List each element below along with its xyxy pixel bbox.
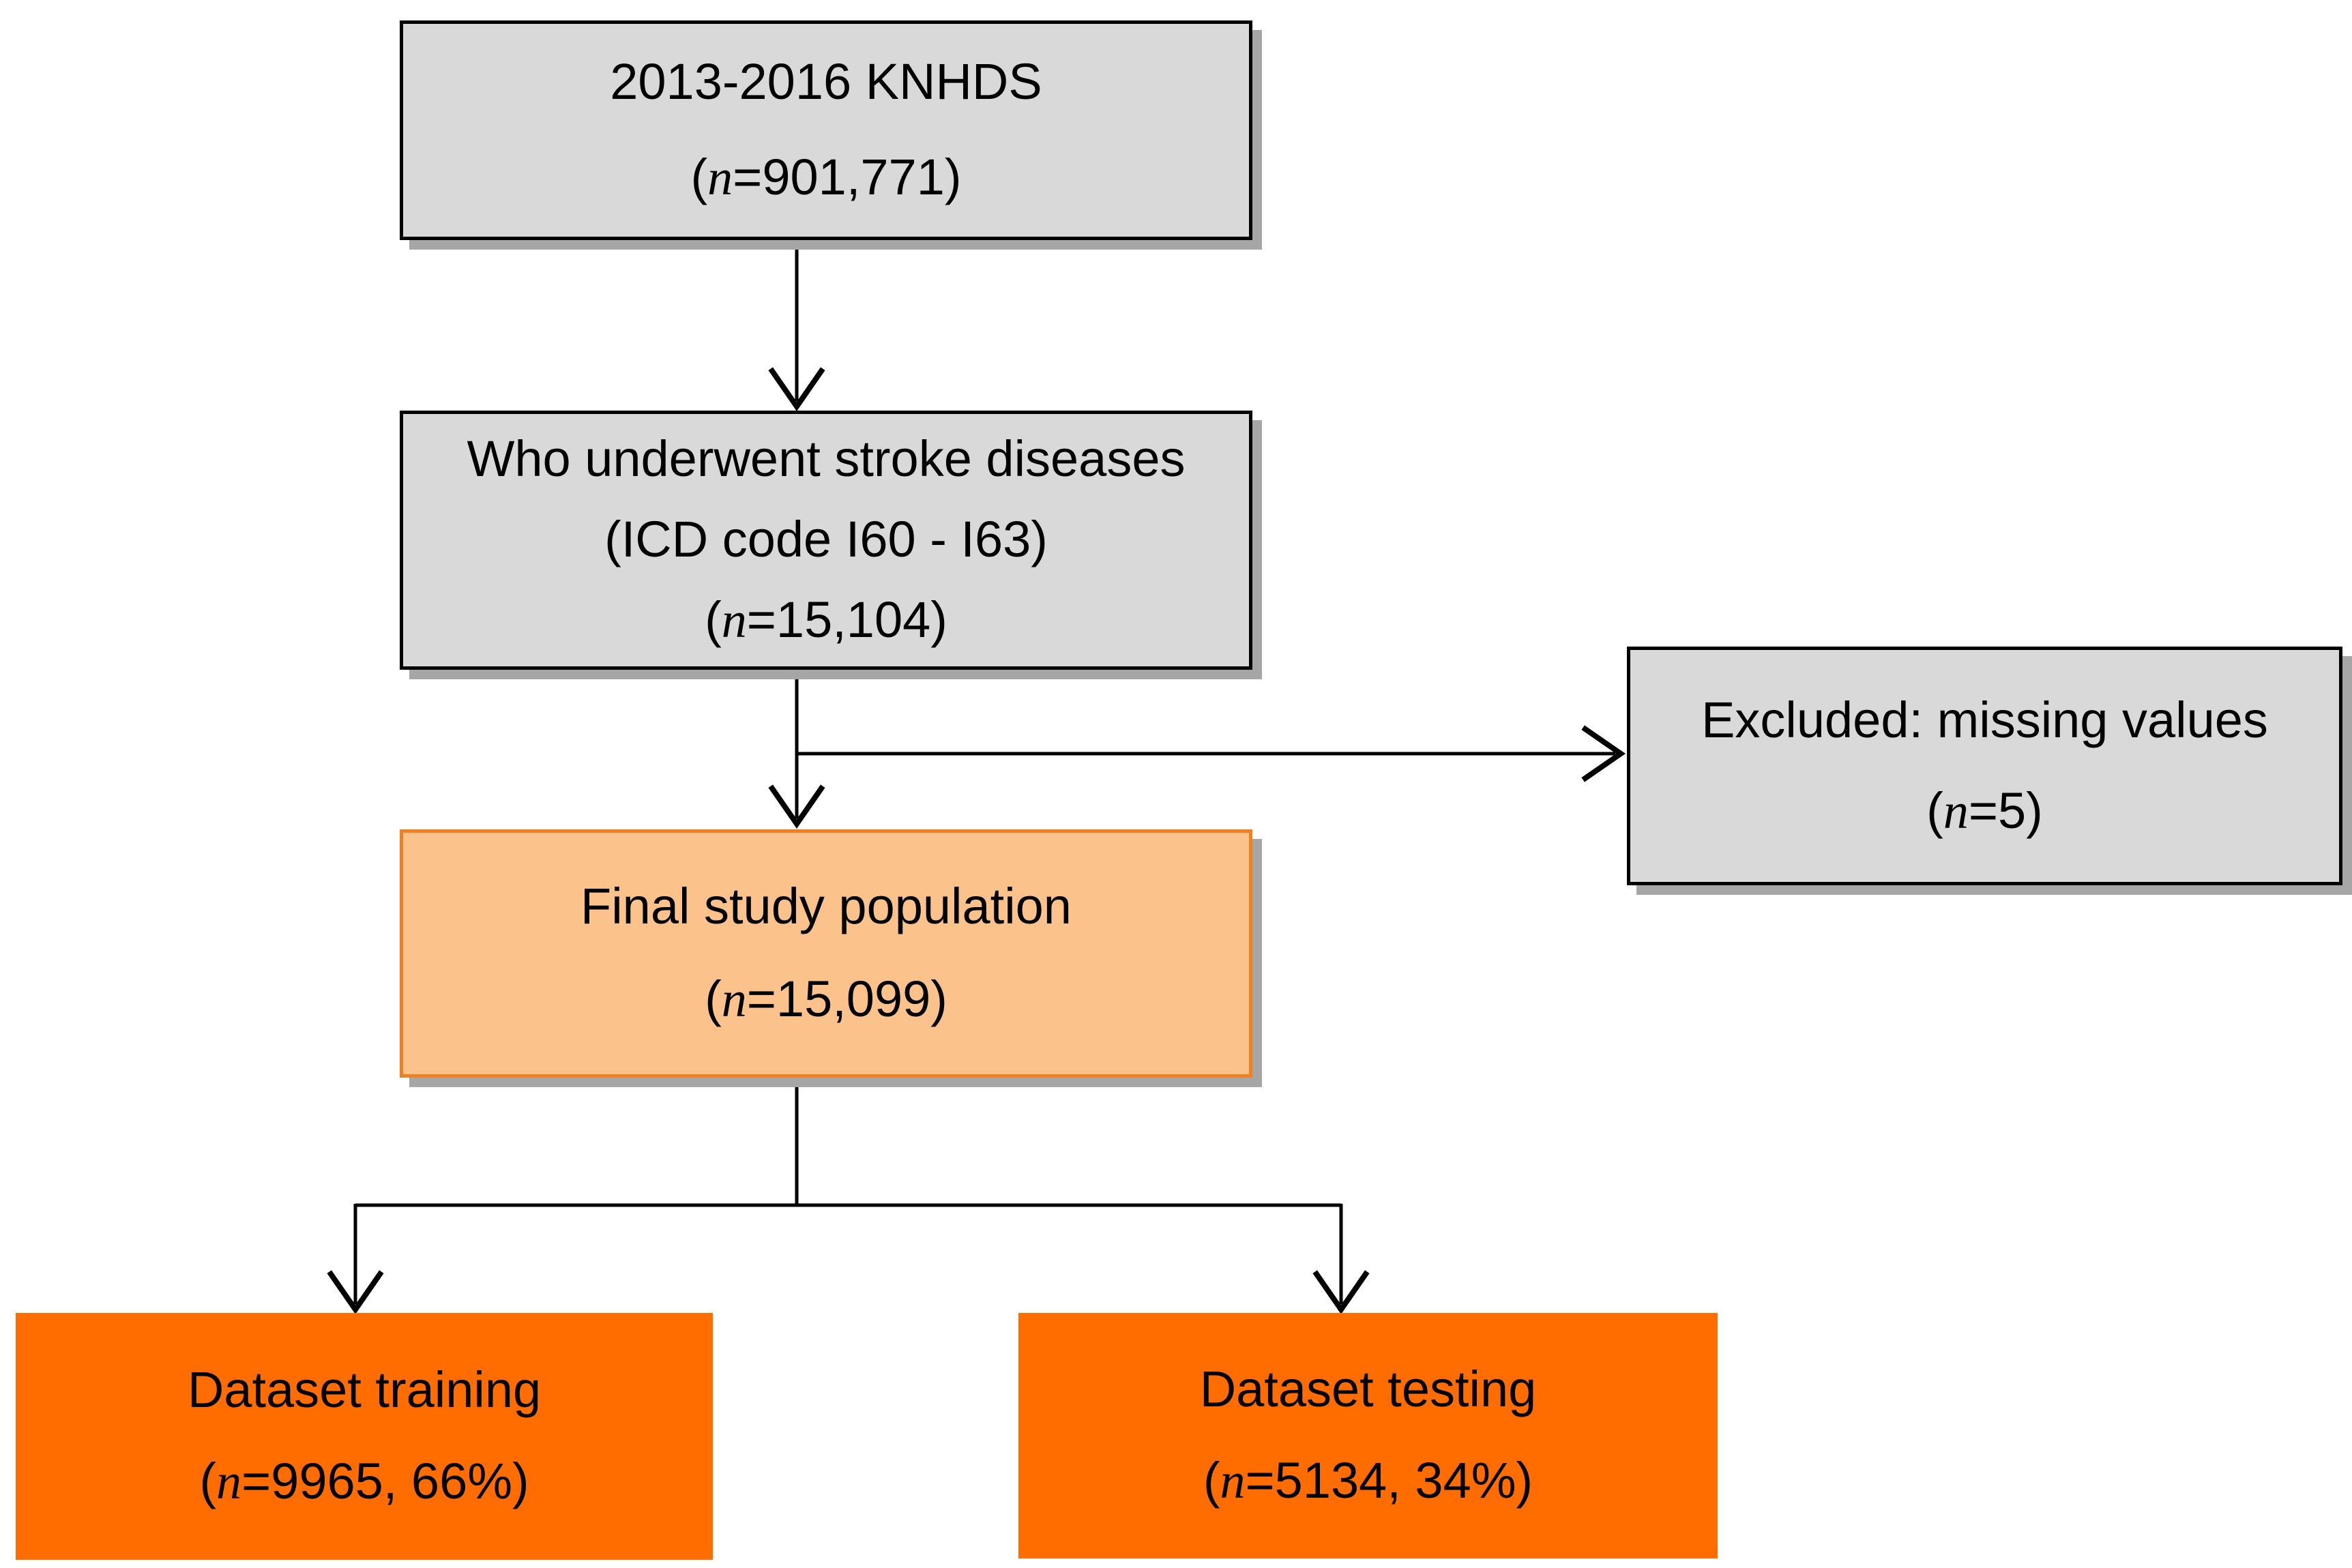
n-variable: n [707, 150, 733, 206]
box-stroke-icd-codes: (ICD code I60 - I63) [604, 511, 1048, 568]
box-excluded-title: Excluded: missing values [1701, 691, 2268, 748]
n-variable: n [1943, 783, 1969, 840]
box-knhds-title: 2013-2016 KNHDS [610, 53, 1042, 110]
n-variable: n [721, 972, 747, 1028]
box-training-count: (n=9965, 66%) [199, 1455, 529, 1509]
arrow-stroke-to-final [768, 670, 825, 829]
connector-final-to-split [355, 1078, 1341, 1207]
box-dataset-testing: Dataset testing (n=5134, 34%) [1018, 1313, 1718, 1558]
paren-open: ( [199, 1453, 216, 1509]
count-value: =901,771) [733, 149, 962, 205]
box-final-population: Final study population (n=15,099) [400, 829, 1252, 1078]
count-value: =9965, 66%) [241, 1453, 529, 1509]
paren-open: ( [690, 149, 708, 205]
box-final-title: Final study population [580, 878, 1072, 935]
box-testing-title: Dataset testing [1199, 1361, 1537, 1418]
count-value: =5134, 34%) [1245, 1452, 1533, 1509]
box-dataset-training: Dataset training (n=9965, 66%) [16, 1313, 713, 1560]
arrow-split-to-testing [1312, 1204, 1370, 1315]
box-training-title: Dataset training [187, 1361, 542, 1419]
box-final-count: (n=15,099) [705, 973, 947, 1027]
box-knhds-count: (n=901,771) [690, 151, 961, 205]
box-stroke-patients: Who underwent stroke diseases (ICD code … [400, 411, 1252, 670]
paren-open: ( [705, 591, 722, 648]
arrow-knhds-to-stroke [768, 240, 825, 412]
arrow-split-to-training [327, 1204, 384, 1315]
n-variable: n [216, 1454, 241, 1510]
count-value: =15,104) [746, 591, 947, 648]
box-knhds-source: 2013-2016 KNHDS (n=901,771) [400, 20, 1252, 240]
count-value: =5) [1968, 782, 2043, 839]
paren-open: ( [1926, 782, 1943, 839]
paren-open: ( [1203, 1452, 1220, 1509]
n-variable: n [1220, 1453, 1246, 1509]
box-stroke-title: Who underwent stroke diseases [467, 430, 1186, 488]
arrow-branch-to-excluded [797, 725, 1626, 782]
count-value: =15,099) [746, 971, 947, 1027]
box-testing-count: (n=5134, 34%) [1203, 1454, 1533, 1509]
box-stroke-count: (n=15,104) [705, 593, 947, 648]
box-excluded-count: (n=5) [1926, 784, 2043, 839]
box-excluded: Excluded: missing values (n=5) [1627, 647, 2342, 885]
n-variable: n [721, 592, 747, 649]
paren-open: ( [705, 971, 722, 1027]
